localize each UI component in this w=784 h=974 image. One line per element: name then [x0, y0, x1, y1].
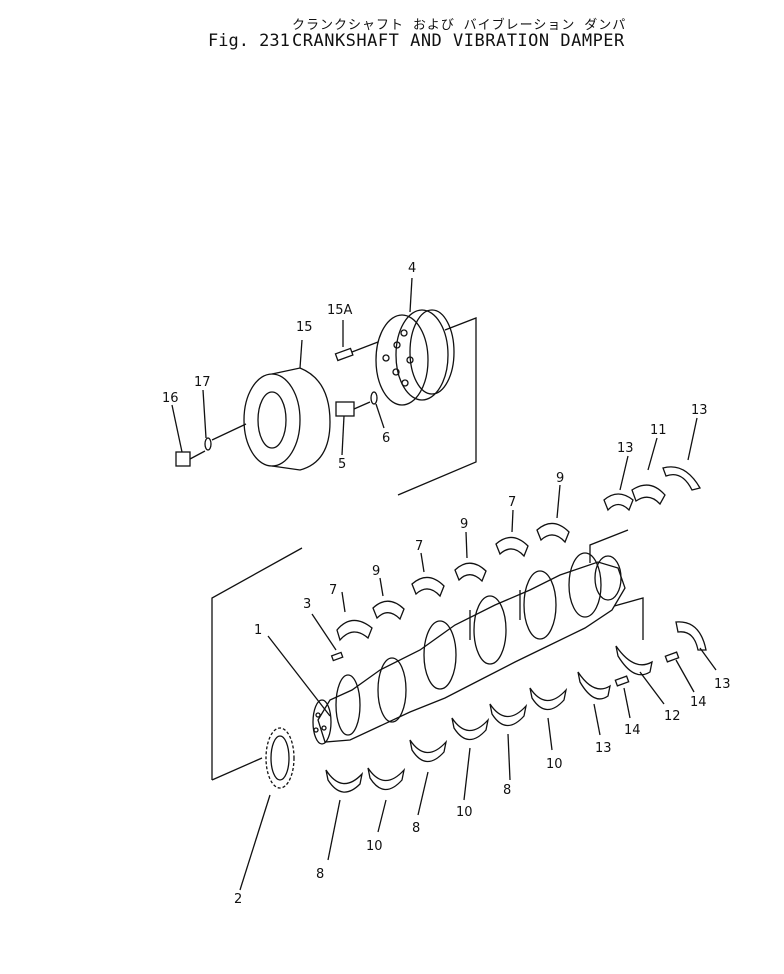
callout-5: 5 — [338, 457, 346, 472]
figure-title: CRANKSHAFT AND VIBRATION DAMPER — [292, 31, 625, 51]
callout-15: 15 — [296, 320, 313, 335]
callout-15a: 15A — [327, 303, 353, 318]
callout-10a: 10 — [366, 839, 383, 854]
japanese-title: クランクシャフト および バイブレーション ダンパ — [292, 18, 627, 33]
callout-11: 11 — [650, 423, 667, 438]
group-outline — [211, 317, 644, 781]
callout-9a: 9 — [372, 564, 380, 579]
callout-13b: 13 — [691, 403, 708, 418]
callout-14a: 14 — [624, 723, 641, 738]
callout-16: 16 — [162, 391, 179, 406]
small-fasteners — [334, 320, 385, 456]
lower-bearings — [325, 621, 717, 861]
callout-7a: 7 — [329, 583, 337, 598]
callout-13a: 13 — [617, 441, 634, 456]
crankshaft-gear — [239, 727, 295, 891]
callout-13d: 13 — [714, 677, 731, 692]
damper-pulley — [375, 277, 455, 406]
callout-6: 6 — [382, 431, 390, 446]
crankshaft — [312, 552, 626, 745]
callout-8c: 8 — [503, 783, 511, 798]
callout-3: 3 — [303, 597, 311, 612]
callout-7b: 7 — [415, 539, 423, 554]
header: クランクシャフト および バイブレーション ダンパ Fig. 231 CRANK… — [0, 0, 784, 60]
figure-number: Fig. 231 — [208, 31, 290, 51]
callout-17: 17 — [194, 375, 211, 390]
callout-8a: 8 — [316, 867, 324, 882]
callout-9b: 9 — [460, 517, 468, 532]
damper-bolt — [171, 389, 247, 467]
upper-bearings — [336, 417, 701, 642]
leader-lines — [267, 613, 344, 717]
callout-9c: 9 — [556, 471, 564, 486]
callout-10c: 10 — [546, 757, 563, 772]
callout-4: 4 — [408, 261, 416, 276]
callout-2: 2 — [234, 892, 242, 907]
callout-14b: 14 — [690, 695, 707, 710]
callout-8b: 8 — [412, 821, 420, 836]
callout-1: 1 — [254, 623, 262, 638]
callout-labels: 1 2 3 4 5 6 7 7 7 8 8 8 9 9 9 10 10 10 1… — [162, 261, 731, 907]
callout-12: 12 — [664, 709, 681, 724]
callout-7c: 7 — [508, 495, 516, 510]
callout-10b: 10 — [456, 805, 473, 820]
callout-13c: 13 — [595, 741, 612, 756]
damper-ring — [243, 339, 331, 471]
